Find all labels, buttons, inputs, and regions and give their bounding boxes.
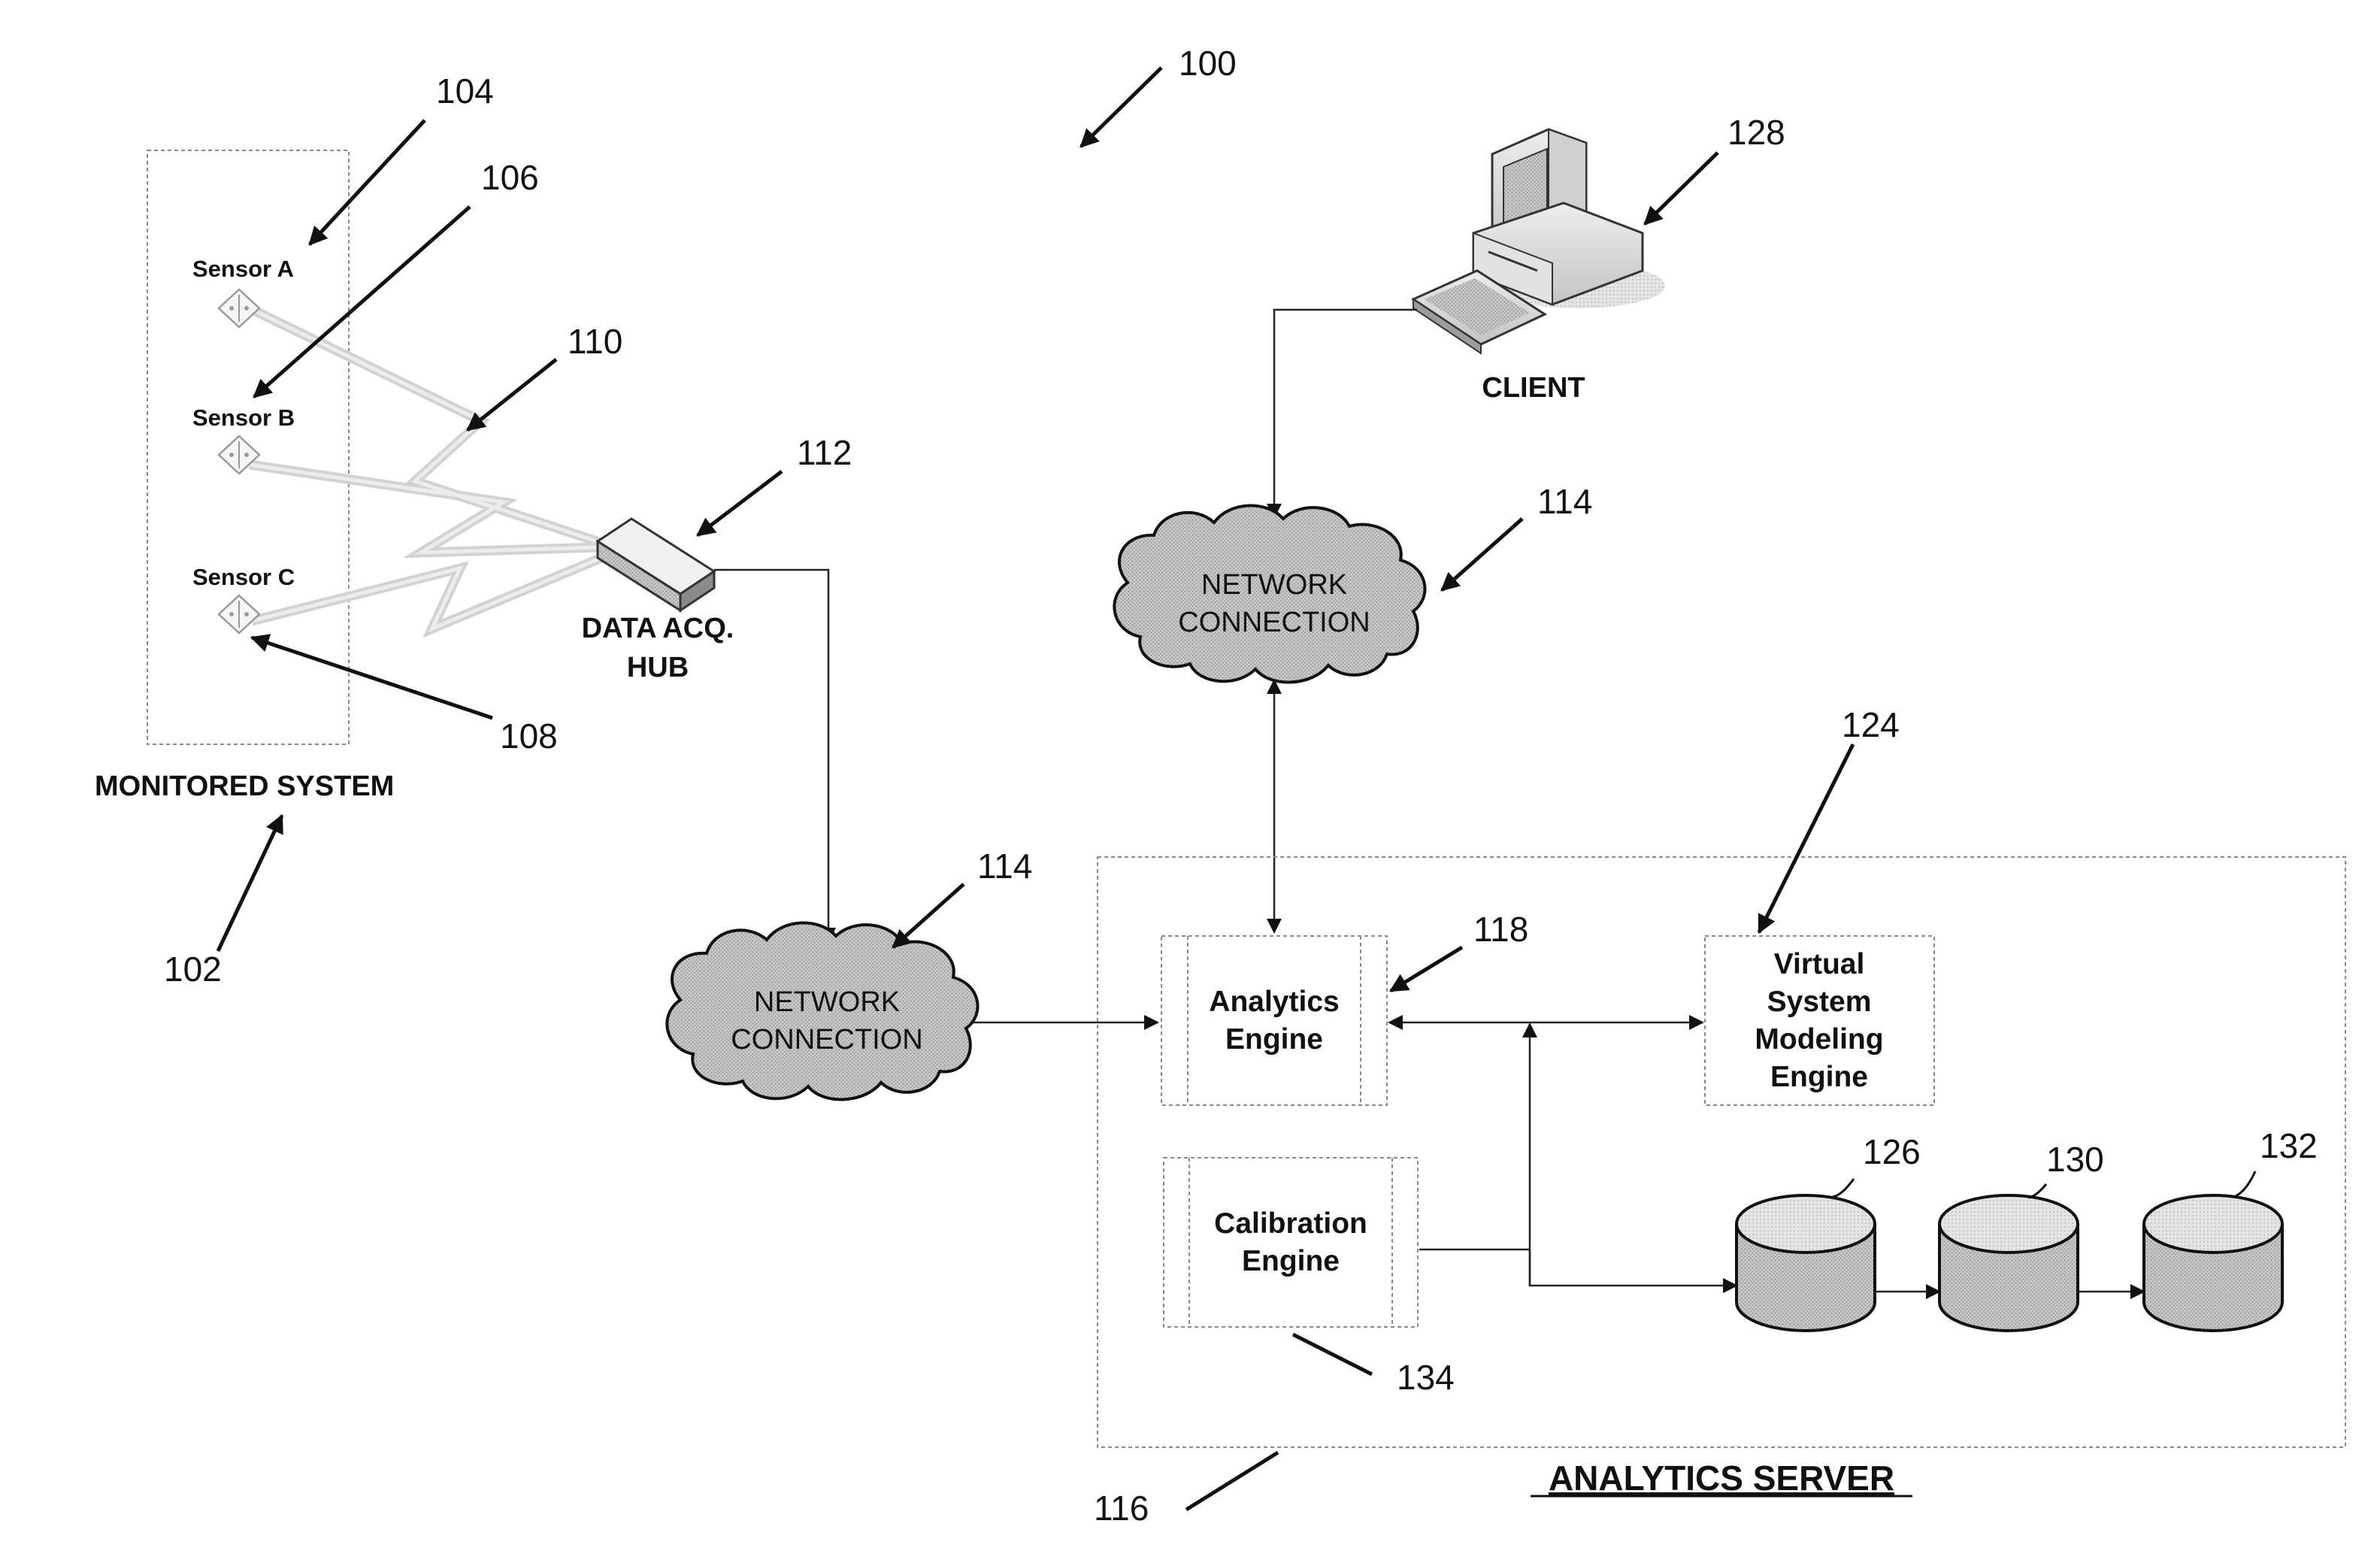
ref-124: 124 (1842, 705, 1900, 744)
ref-128-arrow (1645, 153, 1718, 224)
ref-112-arrow (698, 471, 782, 535)
calibration-engine-box (1164, 1158, 1418, 1327)
network-top-line2: CONNECTION (1178, 607, 1370, 638)
virtual-system-modeling-engine: Virtual System Modeling Engine (1705, 936, 1934, 1105)
sensor-c: Sensor C (192, 564, 295, 633)
monitored-system: MONITORED SYSTEM 102 Sensor A 104 S (95, 71, 622, 989)
network-left-line1: NETWORK (754, 986, 900, 1018)
sensor-a: Sensor A (192, 256, 294, 327)
ref-118-arrow (1391, 947, 1462, 991)
analytics-engine-line2: Engine (1225, 1023, 1323, 1056)
sensor-c-icon (219, 595, 259, 633)
ref-110-arrow (468, 359, 556, 430)
sensor-c-label: Sensor C (192, 564, 295, 590)
network-left-line2: CONNECTION (731, 1024, 922, 1056)
hub-label-line1: DATA ACQ. (582, 613, 734, 644)
network-connection-left: NETWORK CONNECTION 114 (667, 847, 1032, 1099)
ref-114-top-arrow (1442, 519, 1522, 590)
ref-124-arrow (1759, 744, 1853, 932)
virtual-engine-line1: Virtual (1774, 948, 1865, 980)
data-acquisition-hub: DATA ACQ. HUB 112 (582, 433, 852, 683)
bus-to-database-link (1530, 1249, 1737, 1286)
ref-126: 126 (1863, 1132, 1921, 1171)
ref-100-arrow (1081, 68, 1161, 147)
ref-106-arrow (254, 207, 470, 397)
database-132 (2144, 1195, 2282, 1331)
ref-114-left: 114 (977, 847, 1032, 886)
calibration-engine-line1: Calibration (1214, 1207, 1367, 1240)
ref-134: 134 (1397, 1358, 1455, 1397)
ref-108: 108 (500, 716, 558, 756)
virtual-engine-line3: Modeling (1755, 1023, 1883, 1056)
ref-130: 130 (2046, 1140, 2104, 1179)
ref-126-leader (1833, 1179, 1854, 1197)
ref-106: 106 (481, 158, 539, 197)
ref-114-left-arrow (893, 884, 964, 947)
ref-128: 128 (1727, 113, 1785, 152)
ref-134-leader (1293, 1334, 1372, 1374)
ref-110: 110 (568, 322, 622, 361)
ref-132: 132 (2260, 1126, 2318, 1165)
virtual-engine-line4: Engine (1770, 1061, 1868, 1093)
ref-132-leader (2234, 1171, 2255, 1197)
ref-102: 102 (164, 950, 222, 989)
ref-118: 118 (1473, 910, 1528, 949)
figure-reference: 100 (1081, 44, 1237, 147)
ref-104: 104 (436, 71, 494, 111)
sensor-b: Sensor B (192, 404, 295, 474)
client-to-network-link (1274, 310, 1417, 517)
calibration-engine-line2: Engine (1242, 1245, 1340, 1277)
analytics-engine-line1: Analytics (1209, 986, 1339, 1018)
ref-116-leader (1186, 1452, 1278, 1510)
ref-114-top: 114 (1537, 482, 1592, 521)
ref-116: 116 (1094, 1489, 1149, 1528)
analytics-server: ANALYTICS SERVER 116 Analytics Engine 11… (1094, 705, 2345, 1528)
network-connection-top: NETWORK CONNECTION 114 (1114, 482, 1592, 682)
hub-icon (598, 519, 714, 610)
ref-112: 112 (797, 433, 852, 472)
sensor-b-label: Sensor B (192, 404, 295, 431)
sensor-a-icon (219, 289, 259, 327)
database-130 (1939, 1195, 2078, 1331)
monitored-system-label: MONITORED SYSTEM (95, 771, 394, 802)
analytics-engine-box (1161, 936, 1387, 1105)
analytics-server-label: ANALYTICS SERVER (1549, 1458, 1894, 1498)
ref-104-arrow (310, 120, 425, 244)
ref-102-arrow (218, 816, 282, 951)
database-126 (1737, 1195, 1875, 1331)
virtual-engine-line2: System (1767, 986, 1872, 1018)
sensor-a-label: Sensor A (192, 256, 294, 282)
analytics-engine: Analytics Engine (1161, 936, 1387, 1105)
client-computer: CLIENT 128 (1413, 113, 1785, 404)
ref-100: 100 (1179, 44, 1237, 83)
ref-108-arrow (252, 638, 492, 718)
network-top-line1: NETWORK (1201, 569, 1347, 601)
client-label: CLIENT (1482, 372, 1585, 404)
hub-label-line2: HUB (627, 652, 689, 683)
calibration-engine: Calibration Engine (1164, 1158, 1418, 1327)
